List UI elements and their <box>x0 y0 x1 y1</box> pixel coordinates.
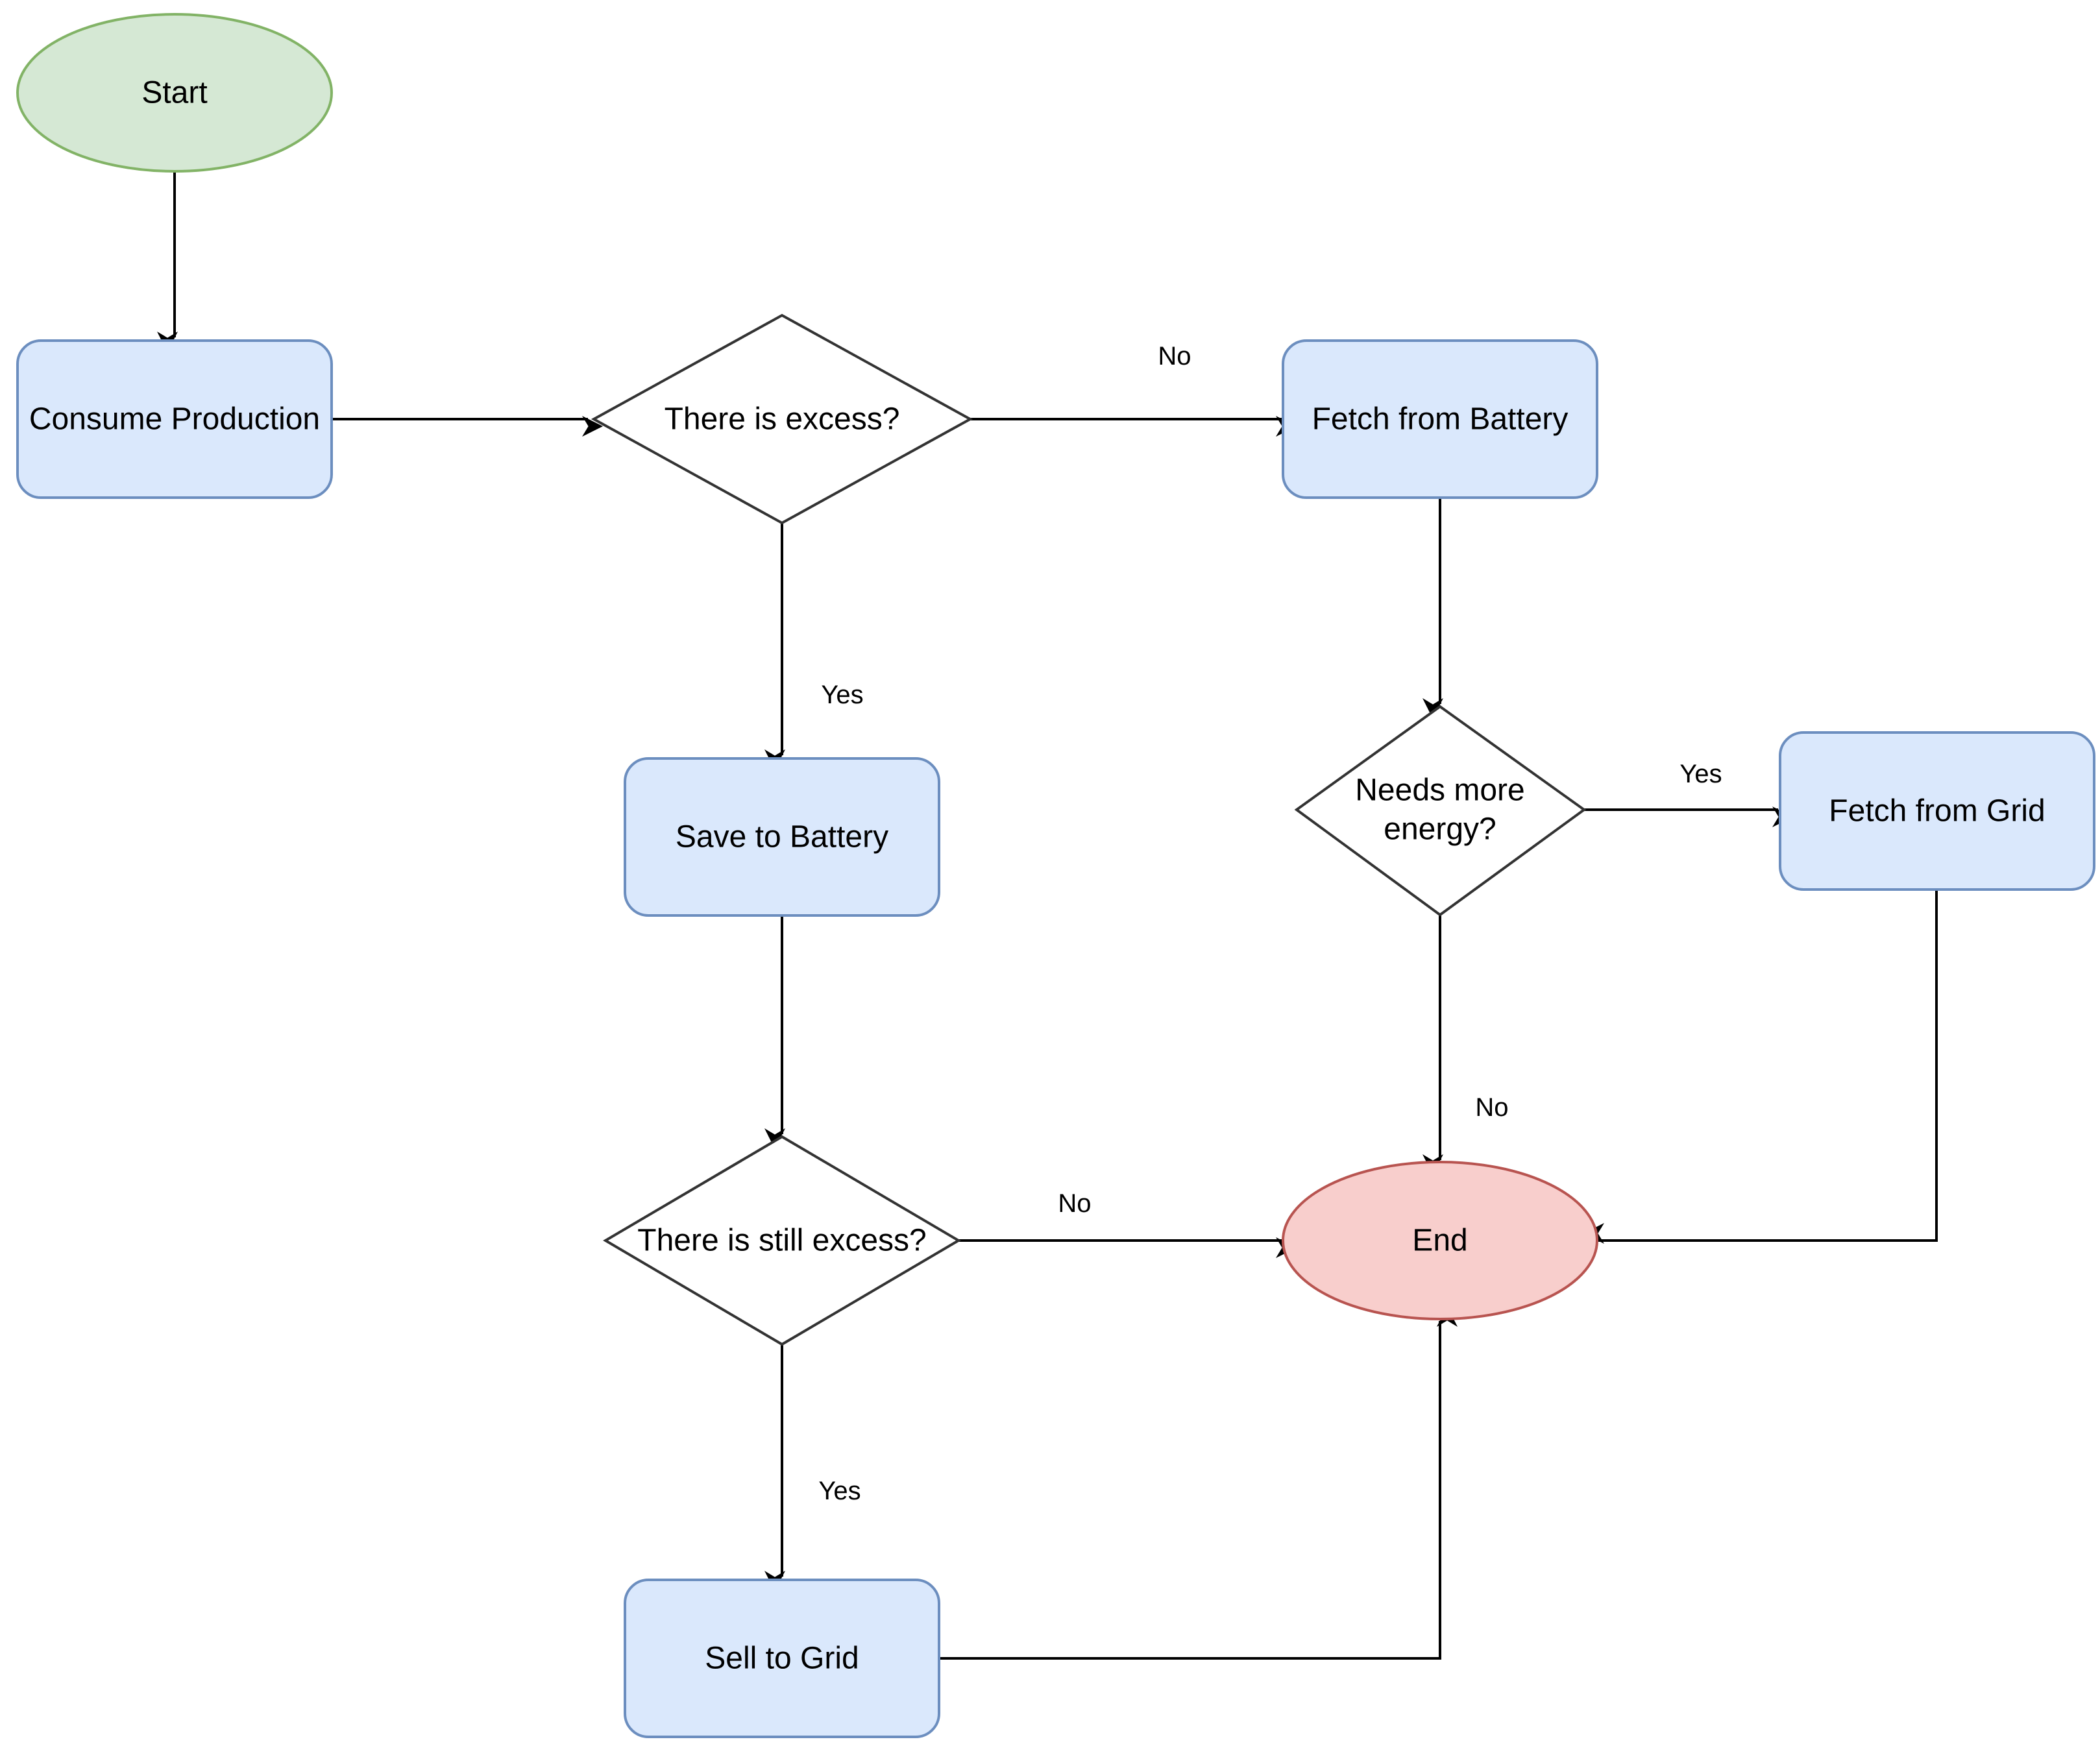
edges <box>156 171 1938 1660</box>
save-battery-box <box>624 757 940 917</box>
needs-energy-label-line2: energy? <box>1384 812 1496 847</box>
consume-production-box <box>16 339 333 499</box>
label-excess-yes: Yes <box>821 681 863 709</box>
node-end[interactable]: End <box>1282 1161 1598 1320</box>
label-excess-no: No <box>1158 342 1191 370</box>
save-battery-label: Save to Battery <box>676 820 888 854</box>
node-start[interactable]: Start <box>16 13 333 173</box>
end-label: End <box>1412 1224 1467 1258</box>
fetch-battery-label: Fetch from Battery <box>1312 402 1569 437</box>
still-excess-diamond <box>603 1135 961 1346</box>
label-needs-energy-no: No <box>1475 1093 1508 1122</box>
label-still-excess-no: No <box>1058 1189 1091 1218</box>
node-there-is-still-excess[interactable]: There is still excess? <box>603 1135 961 1346</box>
edge-fetch-grid-to-end <box>1583 890 1938 1244</box>
start-label: Start <box>141 76 207 110</box>
excess-diamond <box>591 313 973 525</box>
fetch-battery-box <box>1282 339 1598 499</box>
excess-label: There is excess? <box>665 402 900 437</box>
needs-energy-label-line1: Needs more <box>1355 773 1524 808</box>
node-fetch-from-grid[interactable]: Fetch from Grid <box>1779 731 2095 891</box>
edge-labels: No Yes Yes No No Yes <box>818 342 1722 1505</box>
sell-grid-label: Sell to Grid <box>705 1641 859 1676</box>
sell-grid-box <box>624 1579 940 1738</box>
end-ellipse <box>1282 1161 1598 1320</box>
label-still-excess-yes: Yes <box>818 1477 861 1505</box>
label-needs-energy-yes: Yes <box>1679 760 1722 788</box>
still-excess-label: There is still excess? <box>637 1224 926 1258</box>
node-consume-production[interactable]: Consume Production <box>16 339 333 499</box>
edge-sell-grid-to-end <box>939 1305 1458 1660</box>
start-ellipse <box>16 13 333 173</box>
node-there-is-excess[interactable]: There is excess? <box>591 313 973 525</box>
node-fetch-from-battery[interactable]: Fetch from Battery <box>1282 339 1598 499</box>
node-save-to-battery[interactable]: Save to Battery <box>624 757 940 917</box>
needs-energy-diamond <box>1294 705 1587 917</box>
node-needs-more-energy[interactable]: Needs more energy? <box>1294 705 1587 917</box>
fetch-grid-label: Fetch from Grid <box>1829 794 2045 829</box>
consume-production-label: Consume Production <box>29 402 320 437</box>
fetch-grid-box <box>1779 731 2095 891</box>
node-sell-to-grid[interactable]: Sell to Grid <box>624 1579 940 1738</box>
